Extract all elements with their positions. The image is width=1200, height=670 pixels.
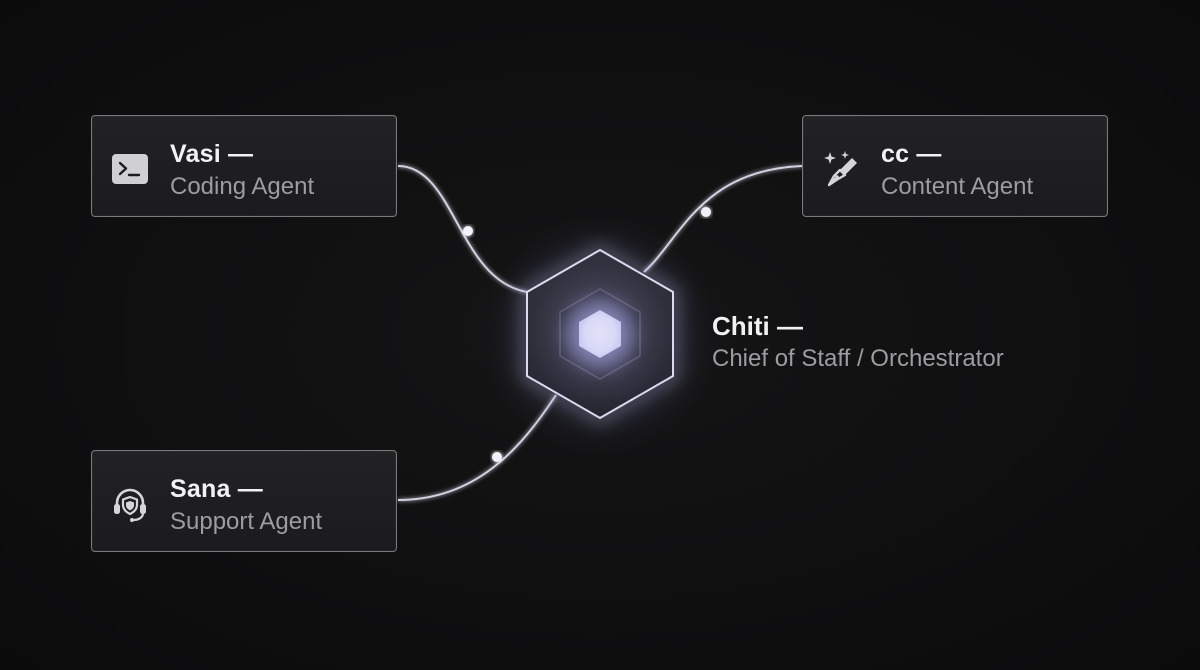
link-dot-sana bbox=[492, 452, 502, 462]
terminal-icon bbox=[110, 149, 150, 189]
agent-card-vasi[interactable]: Vasi — Coding Agent bbox=[91, 115, 397, 217]
agent-card-sana[interactable]: Sana — Support Agent bbox=[91, 450, 397, 552]
hub-glow bbox=[470, 205, 730, 465]
agent-name: Sana — bbox=[170, 475, 263, 503]
link-dot-cc bbox=[701, 207, 711, 217]
link-dot-vasi bbox=[463, 226, 473, 236]
headset-shield-icon bbox=[110, 484, 150, 524]
pen-sparkle-icon bbox=[821, 149, 861, 189]
agent-role: Support Agent bbox=[170, 508, 323, 535]
agent-name: cc — bbox=[881, 140, 942, 168]
hub-name: Chiti — bbox=[712, 311, 803, 341]
agent-card-cc[interactable]: cc — Content Agent bbox=[802, 115, 1108, 217]
link-cc-to-hub bbox=[643, 165, 803, 273]
agent-role: Coding Agent bbox=[170, 173, 315, 200]
hub-core-hexagon bbox=[579, 310, 621, 358]
hub-role: Chief of Staff / Orchestrator bbox=[712, 345, 1004, 372]
link-vasi-to-hub bbox=[397, 165, 528, 293]
link-sana-to-hub bbox=[397, 394, 557, 501]
hexagon-core-icon bbox=[523, 245, 677, 423]
agent-name: Vasi — bbox=[170, 140, 254, 168]
agent-role: Content Agent bbox=[881, 173, 1034, 200]
